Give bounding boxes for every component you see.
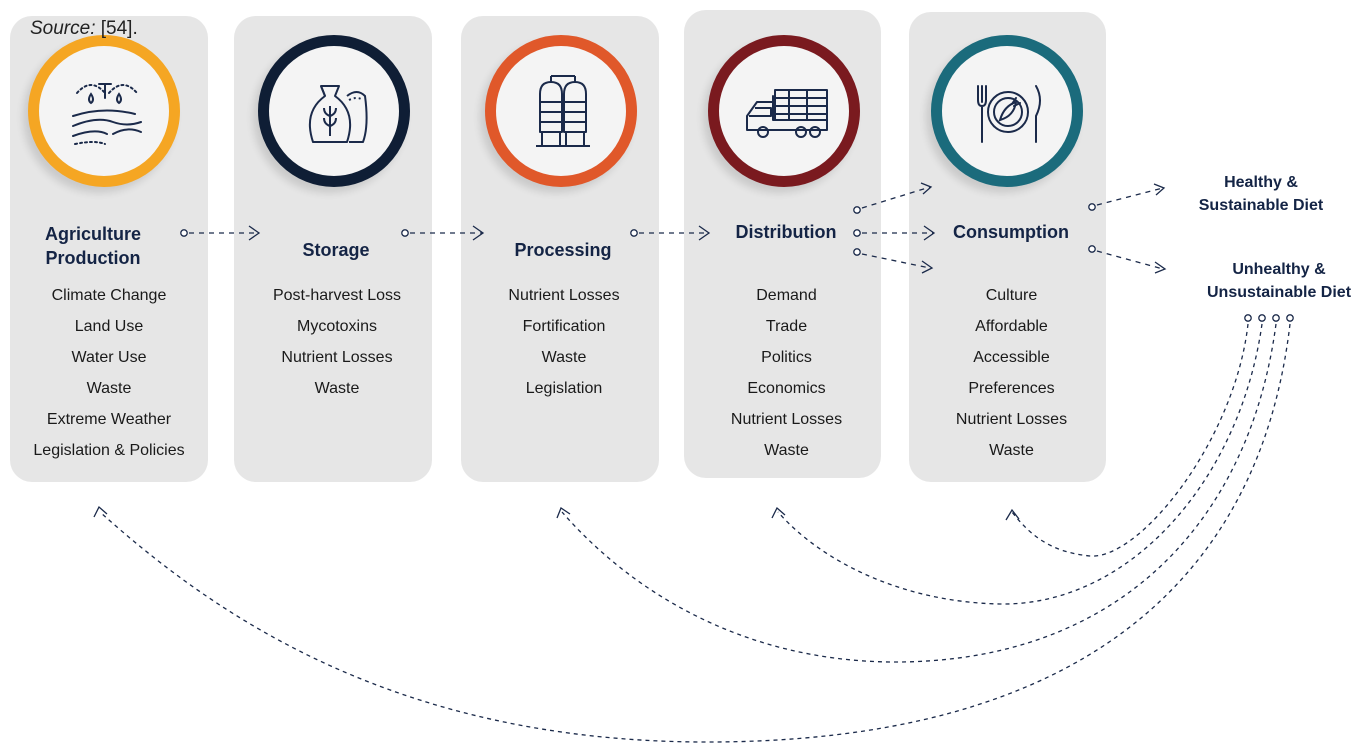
factor-item: Politics: [761, 349, 812, 366]
stage-card-consumption: Consumption Culture Affordable Accessibl…: [909, 12, 1106, 482]
outcome-unhealthy-diet: Unhealthy & Unsustainable Diet: [1206, 261, 1352, 301]
factor-list-processing: Nutrient Losses Fortification Waste Legi…: [465, 280, 663, 404]
factor-item: Post-harvest Loss: [272, 287, 402, 304]
stage-card-processing: Processing Nutrient Losses Fortification…: [461, 16, 659, 482]
source-label: Source:: [30, 18, 96, 39]
outcome-healthy-diet: Healthy & Sustainable Diet: [1198, 174, 1324, 214]
factor-item: Preferences: [968, 380, 1055, 397]
factor-item: Waste: [541, 349, 587, 366]
factor-item: Affordable: [975, 318, 1048, 335]
factor-item: Land Use: [74, 318, 144, 335]
factor-item: Waste: [989, 442, 1034, 459]
factor-item: Nutrient Losses: [730, 411, 843, 428]
stage-title-processing: Processing: [514, 240, 612, 260]
factor-item: Climate Change: [51, 287, 167, 304]
stage-card-storage: Storage Post-harvest Loss Mycotoxins Nut…: [234, 16, 432, 482]
stage-title-consumption: Consumption: [953, 222, 1069, 242]
stage-ring-agriculture: [28, 35, 180, 187]
factor-list-storage: Post-harvest Loss Mycotoxins Nutrient Lo…: [238, 280, 436, 404]
grain-sack-icon: [309, 85, 368, 143]
stage-card-distribution: Distribution Demand Trade Politics Econo…: [684, 10, 881, 478]
truck-icon: [746, 89, 828, 138]
silo-icon: [536, 75, 590, 147]
factor-item: Demand: [756, 287, 817, 304]
stage-ring-storage: [258, 35, 410, 187]
factor-list-agriculture: Climate Change Land Use Water Use Waste …: [10, 280, 208, 466]
forward-arrows: [180, 182, 1167, 274]
factor-item: Trade: [765, 318, 808, 335]
feedback-arc-to-consumption: [1011, 323, 1249, 557]
factor-list-distribution: Demand Trade Politics Economics Nutrient…: [688, 280, 885, 466]
irrigation-field-icon: [72, 83, 142, 145]
stage-ring-distribution: [708, 35, 860, 187]
factor-item: Waste: [314, 380, 360, 397]
factor-item: Water Use: [71, 349, 147, 366]
factor-list-consumption: Culture Affordable Accessible Preference…: [913, 280, 1110, 466]
factor-item: Nutrient Losses: [955, 411, 1068, 428]
factor-item: Extreme Weather: [46, 411, 172, 428]
factor-item: Nutrient Losses: [508, 287, 620, 304]
feedback-arc-to-agriculture: [99, 323, 1291, 743]
source-reference: [54].: [100, 18, 138, 39]
stage-title-agriculture: Agriculture Production: [44, 224, 141, 268]
feedback-arc-to-processing: [561, 323, 1277, 663]
arrow-storage-to-processing: [401, 225, 485, 241]
factor-item: Economics: [747, 380, 826, 397]
plate-cutlery-icon: [977, 85, 1041, 143]
arrows-consumption-to-outcomes: [1088, 183, 1167, 274]
arrows-distribution-to-consumption: [853, 182, 936, 274]
stage-ring-processing: [485, 35, 637, 187]
factor-item: Legislation & Policies: [33, 442, 185, 459]
factor-item: Legislation: [525, 380, 603, 397]
feedback-arcs: [93, 314, 1294, 743]
factor-item: Waste: [764, 442, 809, 459]
stage-ring-consumption: [931, 35, 1083, 187]
feedback-arc-to-distribution: [777, 323, 1263, 605]
factor-item: Nutrient Losses: [281, 349, 393, 366]
stage-title-storage: Storage: [302, 240, 370, 260]
factor-item: Culture: [985, 287, 1038, 304]
factor-item: Fortification: [522, 318, 606, 335]
stage-title-distribution: Distribution: [735, 222, 837, 242]
arrow-processing-to-distribution: [630, 225, 711, 241]
source-caption: Source: [54].: [30, 18, 138, 40]
factor-item: Accessible: [973, 349, 1050, 366]
factor-item: Waste: [86, 380, 132, 397]
factor-item: Mycotoxins: [296, 318, 378, 335]
arrow-agriculture-to-storage: [180, 225, 261, 241]
stage-card-agriculture: Agriculture Production Climate Change La…: [10, 16, 208, 482]
